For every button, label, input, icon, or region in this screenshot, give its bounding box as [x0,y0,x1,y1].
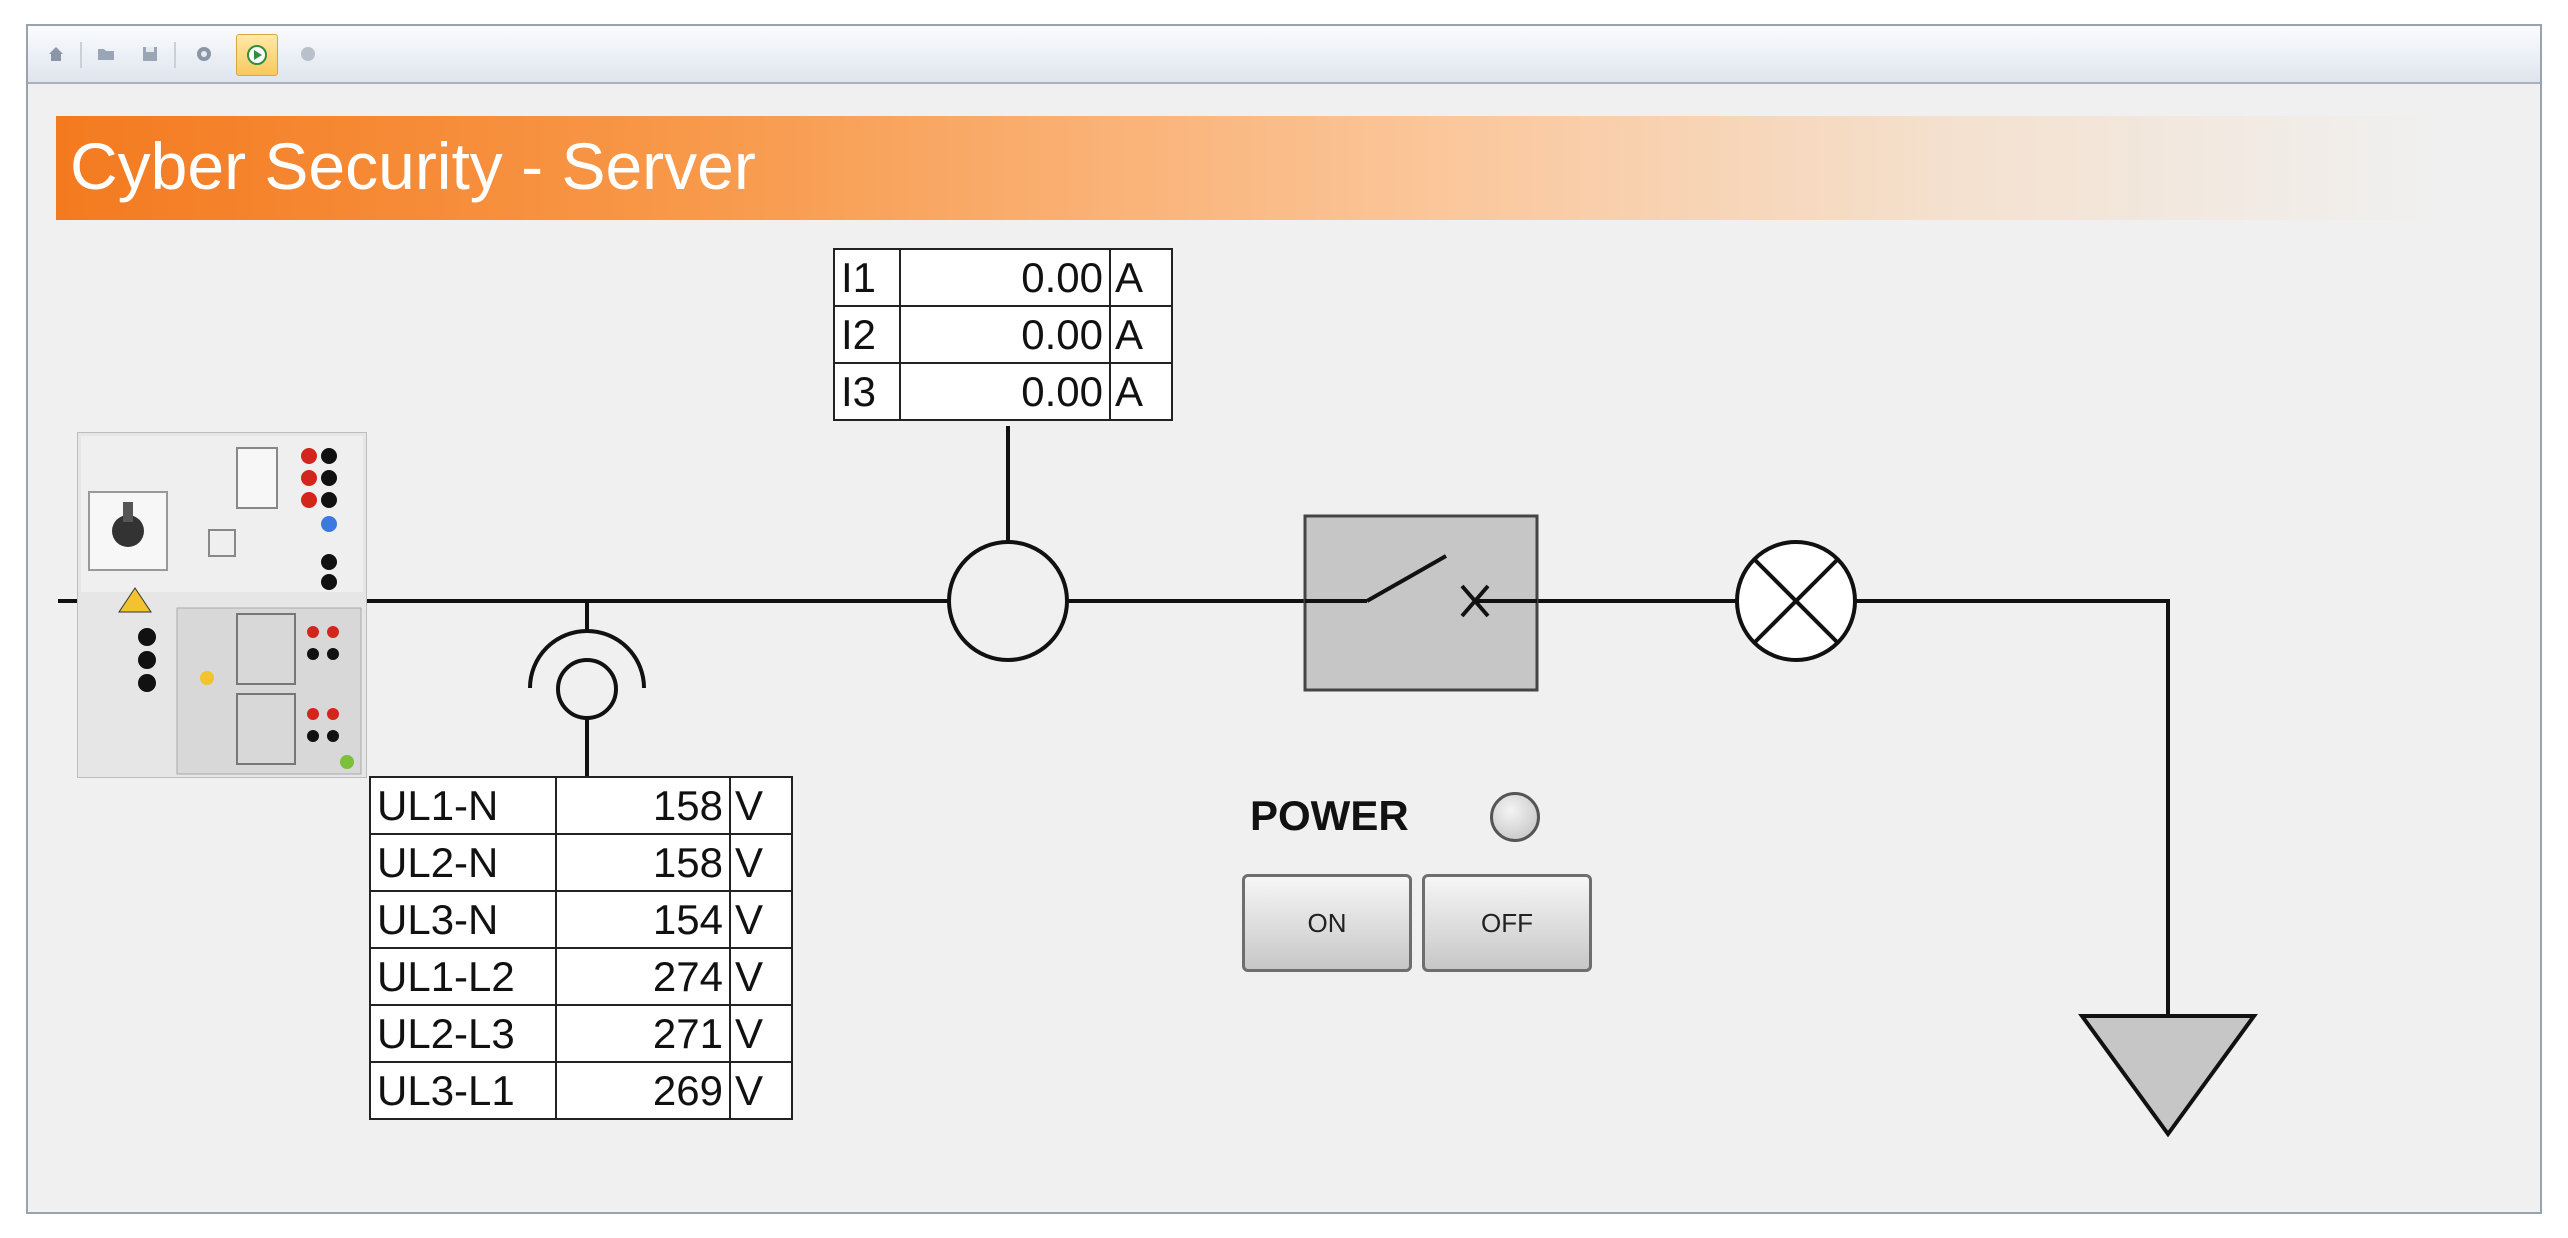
voltage-unit: V [729,776,793,835]
power-indicator-led [1490,792,1540,842]
voltage-unit: V [729,1004,793,1063]
current-value: 0.00 [899,305,1111,364]
app-window: Cyber Security - Server [26,24,2542,1214]
voltage-value: 274 [555,947,731,1006]
voltage-label: UL1-L2 [369,947,557,1006]
voltage-unit: V [729,890,793,949]
voltage-label: UL3-N [369,890,557,949]
voltage-value: 158 [555,833,731,892]
table-row: UL2-L3 271 V [369,1004,793,1063]
toolbar [28,26,2540,84]
open-icon[interactable] [88,36,124,72]
power-label: POWER [1250,792,1409,839]
lamp-icon [1735,540,1857,662]
voltage-value: 154 [555,890,731,949]
voltage-value: 269 [555,1061,731,1120]
load-triangle-icon [2078,1014,2258,1138]
current-value: 0.00 [899,248,1111,307]
home-icon[interactable] [38,36,74,72]
voltage-label: UL1-N [369,776,557,835]
page-title: Cyber Security - Server [70,129,756,203]
current-measurement-table: I1 0.00 A I2 0.00 A I3 0.00 A [833,248,1173,421]
title-banner: Cyber Security - Server [56,116,2436,220]
current-value: 0.00 [899,362,1111,421]
voltage-unit: V [729,1061,793,1120]
current-unit: A [1109,305,1173,364]
voltage-unit: V [729,833,793,892]
voltage-unit: V [729,947,793,1006]
voltage-value: 271 [555,1004,731,1063]
table-row: UL3-L1 269 V [369,1061,793,1120]
current-label: I2 [833,305,901,364]
voltage-label: UL2-N [369,833,557,892]
settings-icon[interactable] [186,36,222,72]
table-row: UL3-N 154 V [369,890,793,949]
voltage-measurement-table: UL1-N 158 V UL2-N 158 V UL3-N 154 V UL1-… [369,776,793,1120]
voltage-value: 158 [555,776,731,835]
current-unit: A [1109,248,1173,307]
table-row: UL2-N 158 V [369,833,793,892]
save-icon[interactable] [132,36,168,72]
voltage-label: UL3-L1 [369,1061,557,1120]
table-row: I3 0.00 A [833,362,1173,421]
voltage-sensor-icon [528,603,646,776]
stop-icon[interactable] [290,36,326,72]
circuit-breaker-icon [1303,514,1539,692]
table-row: UL1-L2 274 V [369,947,793,1006]
current-transformer-icon [947,426,1069,662]
power-panel-image [77,432,367,778]
table-row: UL1-N 158 V [369,776,793,835]
power-off-button[interactable]: OFF [1422,874,1592,972]
monitor-icon[interactable] [236,34,278,76]
power-on-button[interactable]: ON [1242,874,1412,972]
table-row: I1 0.00 A [833,248,1173,307]
current-label: I1 [833,248,901,307]
table-row: I2 0.00 A [833,305,1173,364]
current-label: I3 [833,362,901,421]
current-unit: A [1109,362,1173,421]
voltage-label: UL2-L3 [369,1004,557,1063]
